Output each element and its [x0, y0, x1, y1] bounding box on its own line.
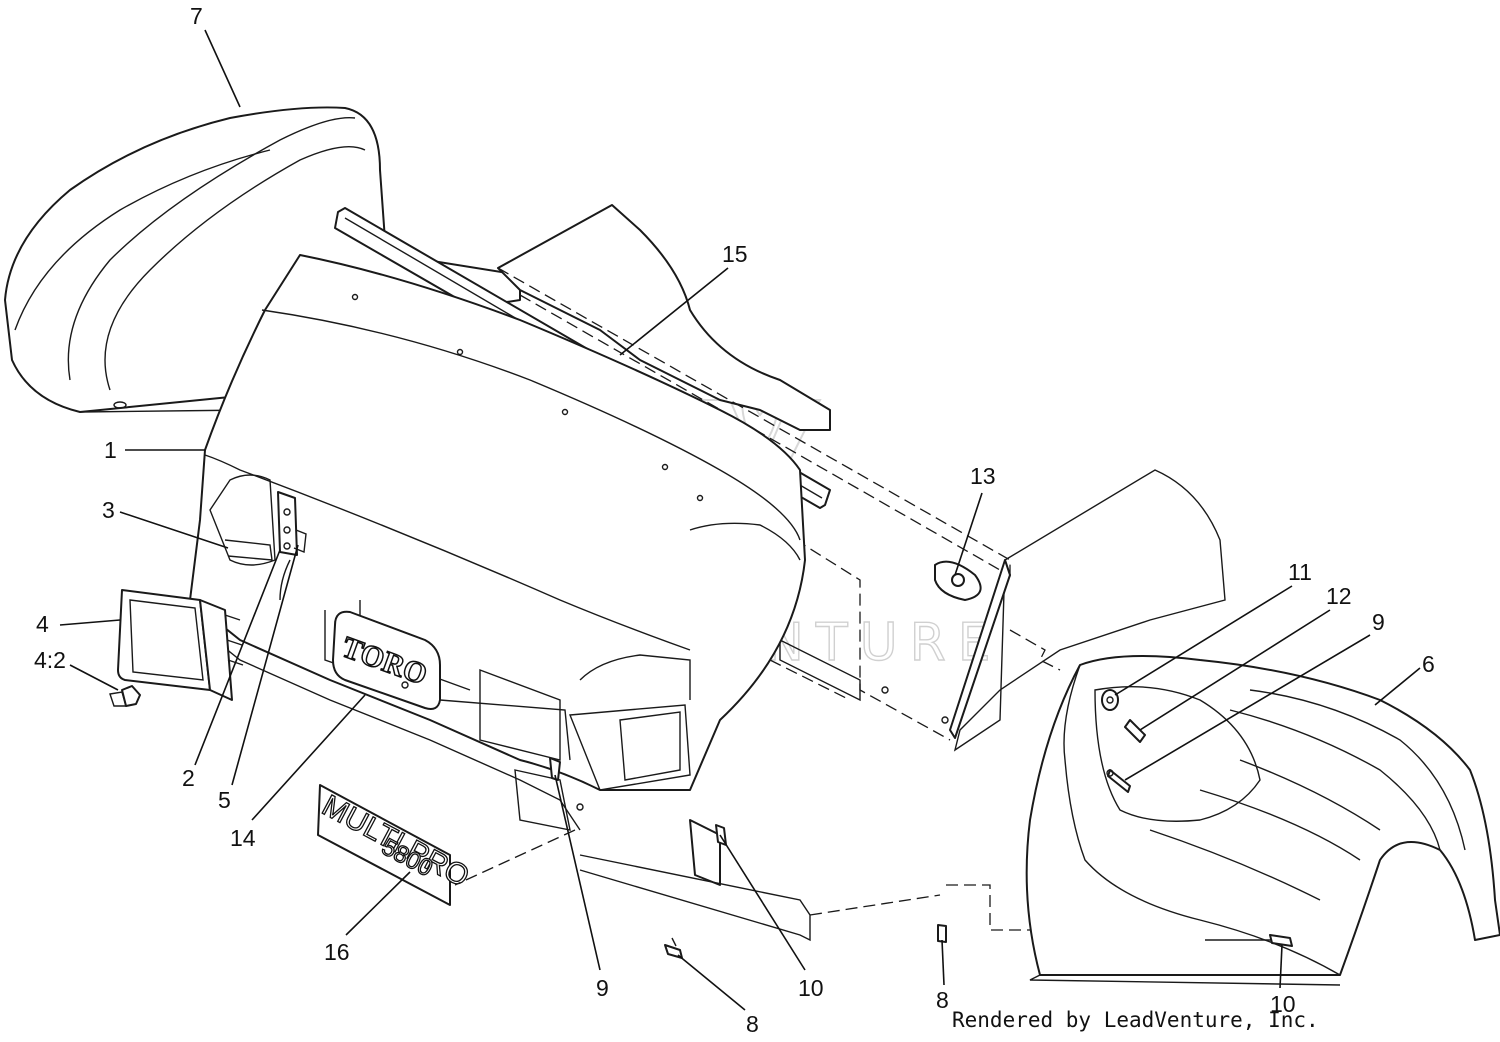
leader-6 — [1374, 667, 1421, 706]
leader-8-right — [941, 939, 945, 986]
side-skirt — [454, 829, 1030, 942]
callout-9-front: 9 — [596, 975, 609, 1001]
leader-10-center — [719, 834, 806, 971]
clip-part-8-center — [664, 937, 683, 959]
leader-16 — [345, 871, 411, 936]
leader-14 — [251, 694, 366, 821]
leader-4-2 — [69, 664, 119, 691]
callout-5: 5 — [218, 787, 231, 813]
leader-8-center — [677, 954, 746, 1011]
callout-1: 1 — [104, 437, 117, 463]
headlight-part-4 — [117, 589, 244, 701]
leader-7 — [204, 29, 241, 108]
frame-rails — [497, 204, 1226, 752]
leader-lines — [59, 29, 1421, 1011]
leader-4 — [59, 619, 121, 626]
leader-9-front — [554, 774, 601, 971]
toro-logo-part-14: TORO — [332, 610, 441, 710]
leader-12 — [1139, 609, 1331, 731]
callout-labels: 7 15 1 3 13 11 12 9 6 4 4:2 2 5 14 16 9 … — [34, 3, 1435, 1037]
bulb-part-4-2 — [109, 685, 141, 707]
washer-part-11 — [1101, 689, 1119, 711]
screw-part-10-right — [1205, 934, 1293, 947]
leader-13 — [954, 492, 983, 576]
callout-14: 14 — [230, 825, 256, 851]
leader-10-right — [1279, 944, 1283, 989]
callout-15: 15 — [722, 241, 748, 267]
clip-part-8-right — [937, 924, 947, 943]
leader-9-right — [1124, 634, 1371, 781]
leader-2 — [194, 549, 281, 766]
callout-4: 4 — [36, 611, 49, 637]
render-credit: Rendered by LeadVenture, Inc. — [952, 1008, 1319, 1032]
callout-11: 11 — [1288, 559, 1312, 585]
callout-16: 16 — [324, 939, 350, 965]
screw-part-10-center — [689, 819, 727, 886]
bracket-part-2 — [277, 491, 298, 556]
callout-6: 6 — [1422, 651, 1435, 677]
clip-part-5 — [279, 529, 307, 601]
leader-3 — [119, 511, 229, 549]
callout-4-2: 4:2 — [34, 647, 66, 673]
bracket-part-3 — [224, 539, 273, 561]
callout-3: 3 — [102, 497, 115, 523]
leader-11 — [1114, 585, 1293, 696]
grommet-part-13 — [934, 560, 982, 601]
callout-10-center: 10 — [798, 975, 824, 1001]
callout-7: 7 — [190, 3, 203, 29]
callout-9-right: 9 — [1372, 609, 1385, 635]
leader-5 — [231, 544, 299, 786]
rivet-part-9-front — [549, 757, 561, 781]
callout-13: 13 — [970, 463, 996, 489]
callout-2: 2 — [182, 765, 195, 791]
callout-12: 12 — [1326, 583, 1352, 609]
callout-10-right: 10 — [1270, 991, 1296, 1017]
fender-part-6 — [1025, 655, 1500, 986]
leader-15 — [619, 267, 729, 356]
rivet-part-9-right — [1106, 769, 1131, 793]
callout-8-right: 8 — [936, 987, 949, 1013]
callout-8-center: 8 — [746, 1011, 759, 1037]
